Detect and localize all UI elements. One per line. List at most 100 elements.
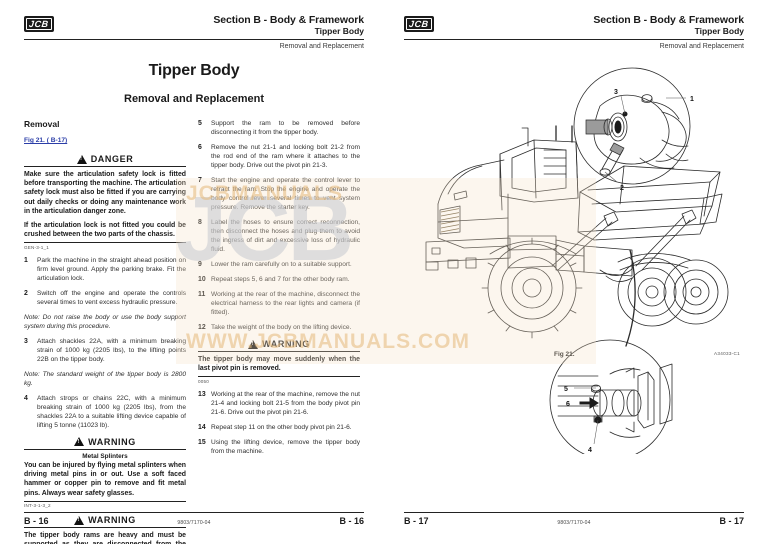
step-text: Park the machine in the straight ahead p… bbox=[37, 256, 186, 282]
danger-box: DANGER Make sure the articulation safety… bbox=[24, 154, 186, 250]
procedure-step: 5 Support the ram to be removed before d… bbox=[198, 119, 360, 137]
header-divider bbox=[24, 39, 364, 40]
cross-reference-link[interactable]: Fig 21. ( B-17) bbox=[24, 136, 186, 145]
page-number-right: B - 16 bbox=[339, 516, 364, 526]
header-text-block: Section B - Body & Framework Tipper Body bbox=[24, 14, 364, 37]
step-number: 6 bbox=[198, 144, 202, 151]
procedure-step: 4 Attach strops or chains 22C, with a mi… bbox=[24, 394, 186, 430]
procedure-step: 6 Remove the nut 21-1 and locking bolt 2… bbox=[198, 143, 360, 170]
footer-divider bbox=[24, 512, 364, 513]
dump-truck-illustration bbox=[425, 125, 729, 339]
callout-1: 1 bbox=[690, 96, 694, 103]
warning-box-title: WARNING bbox=[24, 437, 186, 447]
danger-label: DANGER bbox=[90, 154, 134, 164]
step-text: Working at the rear of the machine, remo… bbox=[211, 390, 360, 416]
procedure-step: 15 Using the lifting device, remove the … bbox=[198, 438, 360, 456]
callout-4: 4 bbox=[588, 447, 592, 454]
right-page-header: JCB Section B - Body & Framework Tipper … bbox=[404, 14, 744, 50]
step-text: Take the weight of the body on the lifti… bbox=[211, 324, 352, 331]
jcb-logo-icon: JCB bbox=[24, 16, 54, 32]
danger-paragraph: If the articulation lock is not fitted y… bbox=[24, 222, 186, 239]
publication-code: 9803/7170-04 bbox=[177, 520, 211, 526]
warning-label: WARNING bbox=[88, 436, 136, 447]
page-title: Tipper Body bbox=[148, 62, 240, 79]
step-number: 11 bbox=[198, 291, 206, 298]
procedure-step: 11 Working at the rear of the machine, d… bbox=[198, 290, 360, 317]
warning-label: WARNING bbox=[88, 515, 136, 526]
warning-reference-code: INT-3-1-3_2 bbox=[24, 503, 51, 509]
warning-box-body: The tipper body may move suddenly when t… bbox=[198, 351, 360, 378]
step-text: Attach strops or chains 22C, with a mini… bbox=[37, 394, 186, 429]
step-number: 3 bbox=[24, 337, 28, 345]
header-text-block: Section B - Body & Framework Tipper Body bbox=[404, 14, 744, 37]
step-number: 7 bbox=[198, 177, 202, 184]
step-text: Repeat step 11 on the other body pivot p… bbox=[211, 423, 352, 431]
warning-box-pivot-pin: WARNING The tipper body may move suddenl… bbox=[198, 339, 360, 384]
procedure-step: 7 Start the engine and operate the contr… bbox=[198, 176, 360, 212]
callout-3: 3 bbox=[614, 89, 618, 96]
column-right: 5 Support the ram to be removed before d… bbox=[198, 119, 360, 544]
page-number-right: B - 17 bbox=[719, 516, 744, 526]
column-left: Removal Fig 21. ( B-17) DANGER Make sure… bbox=[24, 119, 186, 544]
step-number: 12 bbox=[198, 324, 206, 331]
right-page-footer: B - 17 9803/7170-04 B - 17 bbox=[404, 512, 744, 526]
step-text: Switch off the engine and operate the co… bbox=[37, 289, 186, 306]
warning-box-body: The tipper body rams are heavy and must … bbox=[24, 527, 186, 544]
warning-subtitle: Metal Splinters bbox=[82, 452, 128, 460]
procedure-step: 1 Park the machine in the straight ahead… bbox=[24, 256, 186, 283]
step-number: 9 bbox=[198, 261, 202, 268]
warning-label: WARNING bbox=[262, 339, 310, 349]
warning-triangle-icon bbox=[74, 437, 85, 447]
step-text: Label the hoses to ensure correct reconn… bbox=[211, 219, 360, 253]
cross-reference-text: Fig 21. ( B-17) bbox=[24, 137, 68, 144]
step-number: 4 bbox=[24, 394, 28, 402]
note-text: Note: Do not raise the body or use the b… bbox=[24, 313, 186, 330]
warning-box-splinters: WARNING Metal Splinters You can be injur… bbox=[24, 437, 186, 508]
right-page: JCB Section B - Body & Framework Tipper … bbox=[384, 0, 768, 544]
header-subsection-title: Tipper Body bbox=[314, 26, 364, 36]
page-subtitle: Removal and Replacement bbox=[124, 93, 264, 105]
warning-triangle-icon bbox=[248, 339, 259, 349]
figure-area: 1 3 2 bbox=[404, 54, 744, 454]
danger-box-body: Make sure the articulation safety lock i… bbox=[24, 166, 186, 244]
warning-box-body: Metal Splinters You can be injured by fl… bbox=[24, 448, 186, 502]
warning-box-title: WARNING bbox=[24, 515, 186, 525]
grille-lines bbox=[440, 208, 460, 233]
step-text: Working at the rear of the machine, disc… bbox=[211, 291, 360, 316]
procedure-step: 14 Repeat step 11 on the other body pivo… bbox=[198, 423, 360, 432]
step-number: 13 bbox=[198, 390, 206, 398]
danger-paragraph: Make sure the articulation safety lock i… bbox=[24, 171, 186, 215]
header-running-title: Removal and Replacement bbox=[279, 43, 364, 50]
footer-divider bbox=[404, 512, 744, 513]
step-number: 5 bbox=[198, 120, 202, 127]
figure-drawing-code: A34033-C1 bbox=[714, 351, 740, 356]
step-number: 10 bbox=[198, 276, 206, 283]
detail-view-top: 1 3 2 bbox=[573, 67, 694, 192]
warning-paragraph: You can be injured by flying metal splin… bbox=[24, 461, 186, 497]
warning-box-rams: WARNING The tipper body rams are heavy a… bbox=[24, 515, 186, 544]
callout-5: 5 bbox=[564, 386, 568, 393]
detail-view-bottom: 5 6 4 bbox=[549, 339, 673, 454]
header-section-title: Section B - Body & Framework bbox=[593, 14, 744, 26]
procedure-step: 12 Take the weight of the body on the li… bbox=[198, 323, 360, 332]
left-page-footer: B - 16 9803/7170-04 B - 16 bbox=[24, 512, 364, 526]
step-text: Start the engine and operate the control… bbox=[211, 177, 360, 211]
jcb-logo-icon: JCB bbox=[404, 16, 434, 32]
danger-box-title: DANGER bbox=[24, 154, 186, 164]
step-number: 1 bbox=[24, 256, 28, 264]
step-text: Repeat steps 5, 6 and 7 for the other bo… bbox=[211, 276, 350, 283]
warning-box-title: WARNING bbox=[198, 339, 360, 349]
header-subsection-title: Tipper Body bbox=[694, 26, 744, 36]
jcb-logo-text: JCB bbox=[408, 19, 430, 29]
publication-code: 9803/7170-04 bbox=[557, 520, 591, 526]
header-divider bbox=[404, 39, 744, 40]
procedure-step: 2 Switch off the engine and operate the … bbox=[24, 289, 186, 307]
jcb-logo-text: JCB bbox=[28, 19, 50, 29]
procedure-step: 13 Working at the rear of the machine, r… bbox=[198, 390, 360, 417]
left-page-header: JCB Section B - Body & Framework Tipper … bbox=[24, 14, 364, 50]
footer-row: B - 16 9803/7170-04 B - 16 bbox=[24, 516, 364, 526]
footer-row: B - 17 9803/7170-04 B - 17 bbox=[404, 516, 744, 526]
warning-paragraph: The tipper body may move suddenly when t… bbox=[198, 356, 360, 373]
left-page: JCB Section B - Body & Framework Tipper … bbox=[0, 0, 384, 544]
left-page-columns: Removal Fig 21. ( B-17) DANGER Make sure… bbox=[24, 119, 364, 544]
